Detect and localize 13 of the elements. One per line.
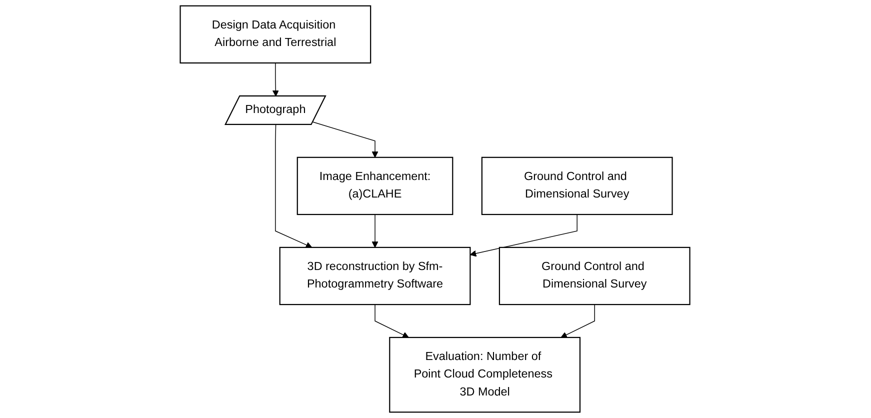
arrow [375,304,410,338]
arrow [272,62,280,97]
arrow [313,122,379,158]
node-box: Evaluation: Number of Point Cloud Completeness 3D Model [390,336,581,413]
node-box: Design Data Acquisition Airborne and Terrestrial [180,5,372,64]
node-box: Image Enhancement: (a)CLAHE [297,156,454,216]
arrow [561,304,596,338]
node-box: Ground Control and Dimensional Survey [482,156,674,216]
node-box: Ground Control and Dimensional Survey [499,246,691,306]
arrow [372,214,379,248]
arrow [470,214,578,257]
arrow [276,124,313,248]
node-box: 3D reconstruction by Sfm-Photogrammetry Software [280,246,472,306]
